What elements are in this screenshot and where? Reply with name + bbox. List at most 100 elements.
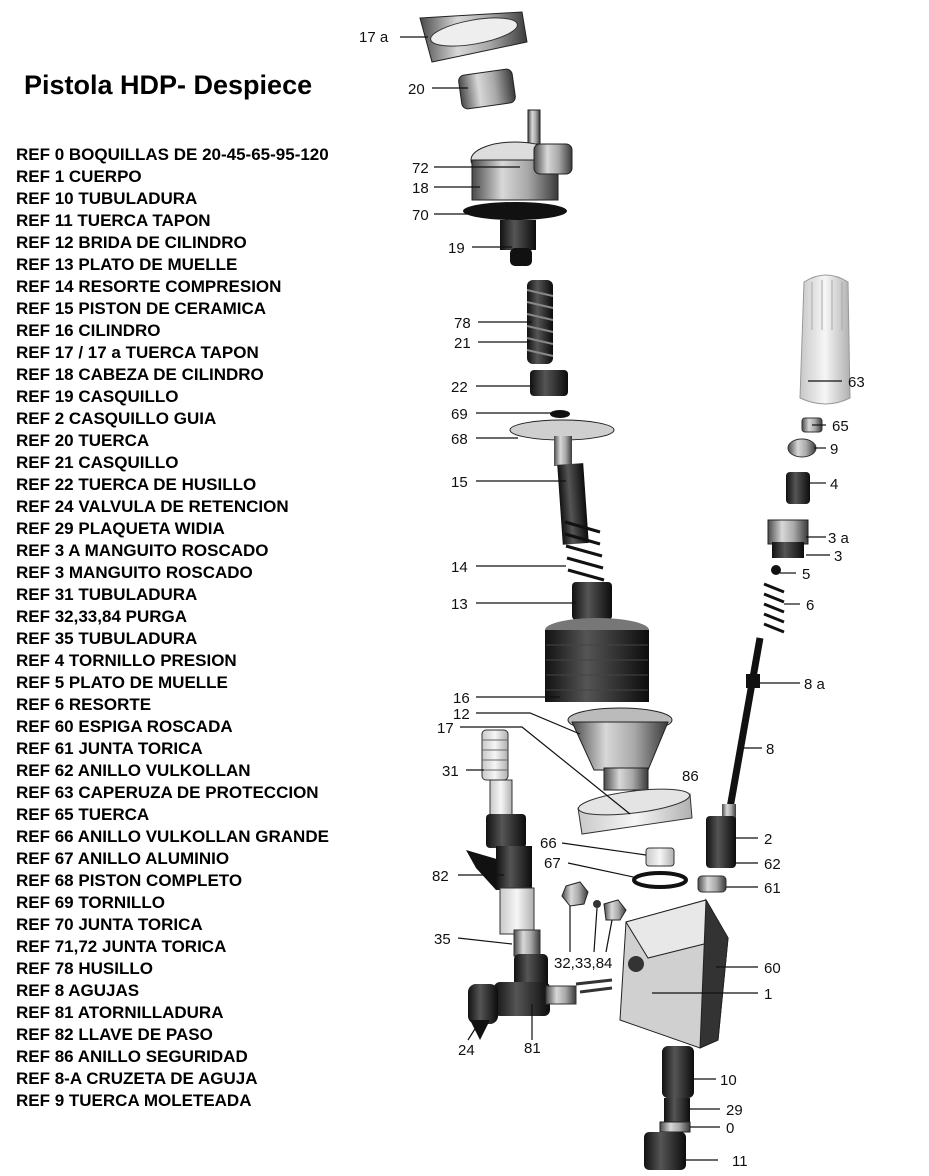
part-86-safety-ring	[577, 788, 693, 835]
part-8-needle	[722, 637, 764, 822]
part-35-tube	[513, 929, 541, 957]
callout-35: 35	[434, 931, 451, 948]
callout-0: 0	[726, 1120, 734, 1137]
callout-8: 8	[766, 741, 774, 758]
callout-2: 2	[764, 831, 772, 848]
callout-3: 3	[834, 548, 842, 565]
reference-item: REF 63 CAPERUZA DE PROTECCION	[16, 783, 319, 802]
part-18-cylinder-head	[463, 109, 573, 266]
reference-item: REF 0 BOQUILLAS DE 20-45-65-95-120	[16, 145, 329, 164]
callout-32-33-84: 32,33,84	[554, 955, 612, 972]
reference-item: REF 61 JUNTA TORICA	[16, 739, 203, 758]
part-12-cylinder-flange	[567, 707, 673, 791]
part-81-fitting	[494, 954, 613, 1016]
reference-item: REF 6 RESORTE	[16, 695, 152, 714]
callout-12: 12	[453, 706, 470, 723]
part-66-67-rings	[632, 847, 688, 889]
reference-item: REF 32,33,84 PURGA	[16, 607, 188, 626]
leader-lines	[400, 36, 842, 1161]
callout-60: 60	[764, 960, 781, 977]
reference-item: REF 78 HUSILLO	[16, 959, 153, 978]
reference-item: REF 71,72 JUNTA TORICA	[16, 937, 227, 956]
reference-item: REF 17 / 17 a TUERCA TAPON	[16, 343, 259, 362]
callout-68: 68	[451, 431, 468, 448]
callout-4: 4	[830, 476, 838, 493]
callout-82: 82	[432, 868, 449, 885]
callout-16: 16	[453, 690, 470, 707]
part-78-spindle	[526, 280, 554, 364]
callout-21: 21	[454, 335, 471, 352]
reference-item: REF 2 CASQUILLO GUIA	[16, 409, 217, 428]
reference-item: REF 8-A CRUZETA DE AGUJA	[16, 1069, 258, 1088]
callout-70: 70	[412, 207, 429, 224]
callout-24: 24	[458, 1042, 475, 1059]
reference-item: REF 21 CASQUILLO	[16, 453, 179, 472]
part-13-spring-plate	[572, 582, 612, 620]
reference-item: REF 35 TUBULADURA	[16, 629, 198, 648]
callout-3a: 3 a	[828, 530, 850, 547]
part-63-protective-cap	[799, 274, 851, 405]
callout-10: 10	[720, 1072, 737, 1089]
callout-19: 19	[448, 240, 465, 257]
callout-18: 18	[412, 180, 429, 197]
reference-item: REF 67 ANILLO ALUMINIO	[16, 849, 230, 868]
reference-item: REF 70 JUNTA TORICA	[16, 915, 203, 934]
part-32-33-84-purge	[561, 881, 627, 921]
reference-item: REF 20 TUERCA	[16, 431, 150, 450]
reference-item: REF 81 ATORNILLADURA	[16, 1003, 224, 1022]
part-10-tube	[662, 1046, 694, 1098]
callout-65: 65	[832, 418, 849, 435]
callout-69: 69	[451, 406, 468, 423]
reference-item: REF 12 BRIDA DE CILINDRO	[16, 233, 247, 252]
callout-17a: 17 a	[359, 29, 389, 46]
part-5-6-spring-assembly	[763, 565, 785, 634]
part-11-cap-nut	[644, 1132, 686, 1170]
callout-62: 62	[764, 856, 781, 873]
callout-8a: 8 a	[804, 676, 826, 693]
callout-14: 14	[451, 559, 468, 576]
callout-86: 86	[682, 768, 699, 785]
reference-item: REF 66 ANILLO VULKOLLAN GRANDE	[16, 827, 329, 846]
callout-11: 11	[732, 1153, 748, 1170]
page-title: Pistola HDP- Despiece	[24, 70, 313, 100]
callout-61: 61	[764, 880, 781, 897]
part-4-pressure-screw	[786, 472, 810, 504]
reference-item: REF 4 TORNILLO PRESION	[16, 651, 237, 670]
callout-66: 66	[540, 835, 557, 852]
reference-item: REF 1 CUERPO	[16, 167, 142, 186]
reference-item: REF 3 A MANGUITO ROSCADO	[16, 541, 269, 560]
reference-item: REF 68 PISTON COMPLETO	[16, 871, 243, 890]
part-0-nozzle	[659, 1121, 691, 1133]
reference-item: REF 13 PLATO DE MUELLE	[16, 255, 238, 274]
part-20-nut	[458, 68, 516, 110]
part-82-stopcock	[466, 779, 535, 935]
part-68-piston-complete	[509, 410, 615, 545]
callout-78: 78	[454, 315, 471, 332]
reference-item: REF 14 RESORTE COMPRESION	[16, 277, 282, 296]
part-16-cylinder	[545, 618, 649, 702]
part-61-o-ring	[697, 875, 727, 893]
callout-72: 72	[412, 160, 429, 177]
callout-31: 31	[442, 763, 459, 780]
reference-item: REF 8 AGUJAS	[16, 981, 140, 1000]
reference-item: REF 9 TUERCA MOLETEADA	[16, 1091, 252, 1110]
reference-item: REF 22 TUERCA DE HUSILLO	[16, 475, 257, 494]
part-14-spring	[564, 520, 605, 582]
reference-item: REF 29 PLAQUETA WIDIA	[16, 519, 225, 538]
reference-item: REF 86 ANILLO SEGURIDAD	[16, 1047, 248, 1066]
callout-5: 5	[802, 566, 810, 583]
callout-63: 63	[848, 374, 865, 391]
callout-29: 29	[726, 1102, 743, 1119]
callout-1: 1	[764, 986, 772, 1003]
callout-67: 67	[544, 855, 561, 872]
callout-9: 9	[830, 441, 838, 458]
part-1-body	[619, 898, 729, 1049]
reference-item: REF 62 ANILLO VULKOLLAN	[16, 761, 251, 780]
reference-list: REF 0 BOQUILLAS DE 20-45-65-95-120 REF 1…	[16, 144, 329, 1112]
callout-13: 13	[451, 596, 468, 613]
reference-item: REF 31 TUBULADURA	[16, 585, 198, 604]
reference-item: REF 15 PISTON DE CERAMICA	[16, 299, 267, 318]
reference-item: REF 18 CABEZA DE CILINDRO	[16, 365, 264, 384]
part-3-threaded-sleeve	[767, 519, 809, 558]
reference-item: REF 19 CASQUILLO	[16, 387, 179, 406]
